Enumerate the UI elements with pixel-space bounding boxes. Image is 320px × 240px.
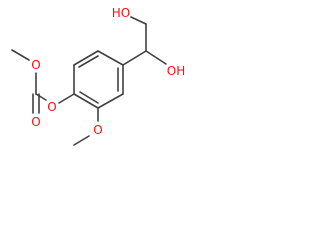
bonds <box>11 16 167 146</box>
chemical-structure: HO OH O O O O <box>11 6 185 146</box>
ring-bond <box>73 50 99 66</box>
carbonate-bond <box>58 93 75 104</box>
methyl-bond <box>11 49 30 61</box>
ring-bond <box>97 50 124 66</box>
methoxy-oxygen-label: O <box>93 123 102 137</box>
ring-double-bond <box>78 55 99 68</box>
ring-double-bond <box>79 91 99 104</box>
carbonyl-oxygen-label: O <box>31 115 40 129</box>
methoxy-bond <box>73 135 90 146</box>
ester-oxygen-label: O <box>31 58 40 72</box>
hydroxyl-label: HO <box>112 6 130 20</box>
aryl-ester-oxygen-label: O <box>47 100 56 114</box>
chain-bond <box>130 16 147 25</box>
chain-bond <box>145 50 167 65</box>
carbonate-bond <box>35 93 47 101</box>
atom-labels: HO OH O O O O <box>31 6 185 137</box>
ring-bond <box>97 93 124 109</box>
hydroxyl-label: OH <box>167 64 185 78</box>
ring-bond <box>73 93 99 109</box>
chain-bond <box>122 50 147 66</box>
